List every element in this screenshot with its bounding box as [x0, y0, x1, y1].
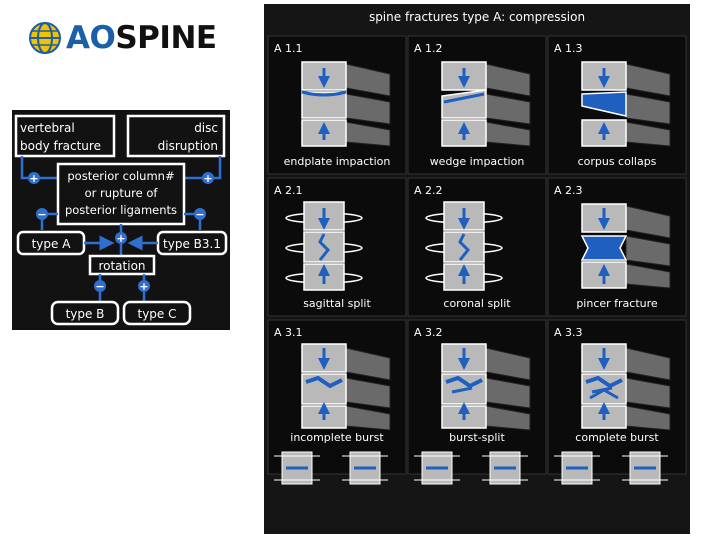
minus-node-left: [36, 208, 48, 220]
fracture-label: coronal split: [443, 297, 511, 310]
vertebral-body-box: [14, 114, 116, 158]
thumbnail-vertebra: [554, 451, 600, 485]
plus-node-right: [202, 172, 214, 184]
fracture-code: A 1.3: [554, 42, 583, 55]
fracture-label: pincer fracture: [576, 297, 658, 310]
plus-sign-right: +: [203, 172, 212, 185]
fracture-types-panel: spine fractures type A: compression A 1.…: [264, 4, 690, 534]
type-a-label: type A: [32, 237, 72, 251]
disc-label-2: disruption: [158, 139, 218, 153]
minus-node-right: [194, 208, 206, 220]
fracture-cell: A 2.3 pincer fracture: [547, 177, 687, 317]
vertebral-label-2: body fracture: [20, 139, 101, 153]
fracture-label: endplate impaction: [284, 155, 391, 168]
fracture-grid: A 1.1 endplate impaction A 1.2 wedge impact…: [267, 35, 687, 485]
fracture-cell: A 1.1 endplate impaction: [267, 35, 407, 175]
fracture-code: A 1.1: [274, 42, 303, 55]
logo-spine-text: SPINE: [115, 20, 217, 56]
vertebral-label-1: vertebral: [20, 121, 75, 135]
fracture-code: A 3.2: [414, 326, 443, 339]
plus-node-left: [28, 172, 40, 184]
fracture-cell: A 3.2 burst-split: [407, 319, 547, 485]
thumbnail-vertebra: [414, 451, 460, 485]
fracture-code: A 2.2: [414, 184, 443, 197]
type-b-label: type B: [66, 307, 105, 321]
logo-ao-text: AO: [66, 20, 116, 56]
center-label-2: or rupture of: [85, 186, 159, 200]
panel-title: spine fractures type A: compression: [368, 10, 586, 24]
plus-sign-rotation: +: [139, 280, 148, 293]
rotation-box: [88, 254, 156, 276]
minus-node-rotation: [94, 280, 106, 292]
type-c-label: type C: [138, 307, 177, 321]
fracture-cell: A 1.3 corpus collaps: [547, 35, 687, 175]
minus-sign-right: −: [195, 208, 204, 221]
fracture-label: wedge impaction: [430, 155, 525, 168]
minus-sign-left: −: [37, 208, 46, 221]
fracture-code: A 2.1: [274, 184, 303, 197]
fracture-cell: A 2.2 coronal split: [407, 177, 547, 317]
fracture-label: incomplete burst: [290, 431, 384, 444]
plus-sign-center: +: [116, 232, 125, 245]
rotation-label: rotation: [98, 259, 145, 273]
fracture-code: A 3.3: [554, 326, 583, 339]
fracture-label: burst-split: [449, 431, 505, 444]
center-label-3: posterior ligaments: [65, 203, 177, 217]
fracture-cell: A 3.1 incomplete burst: [267, 319, 407, 485]
minus-sign-rotation: −: [95, 280, 104, 293]
type-b31-label: type B3.1: [163, 237, 221, 251]
thumbnail-vertebra: [482, 451, 528, 485]
plus-node-center: [115, 232, 127, 244]
disc-label-1: disc: [194, 121, 218, 135]
fracture-label: complete burst: [575, 431, 659, 444]
plus-node-rotation: [138, 280, 150, 292]
fracture-code: A 2.3: [554, 184, 583, 197]
type-c-box: [122, 300, 192, 326]
thumbnail-vertebra: [622, 451, 668, 485]
type-b-box: [50, 300, 120, 326]
globe-icon: [29, 22, 61, 54]
fracture-code: A 3.1: [274, 326, 303, 339]
fracture-code: A 1.2: [414, 42, 443, 55]
fracture-cell: A 1.2 wedge impaction: [407, 35, 547, 175]
fracture-label: sagittal split: [303, 297, 371, 310]
classification-flowchart: vertebral body fracture disc disruption …: [12, 110, 230, 330]
fracture-cell: A 3.3 complete burst: [547, 319, 687, 485]
thumbnail-vertebra: [274, 451, 320, 485]
thumbnail-vertebra: [342, 451, 388, 485]
center-label-1: posterior column#: [67, 169, 174, 183]
fracture-cell: A 2.1 sagittal split: [267, 177, 407, 317]
plus-sign-left: +: [29, 172, 38, 185]
disc-disruption-box: [126, 114, 226, 158]
fracture-label: corpus collaps: [578, 155, 657, 168]
aospine-logo: AOSPINE: [28, 18, 217, 58]
